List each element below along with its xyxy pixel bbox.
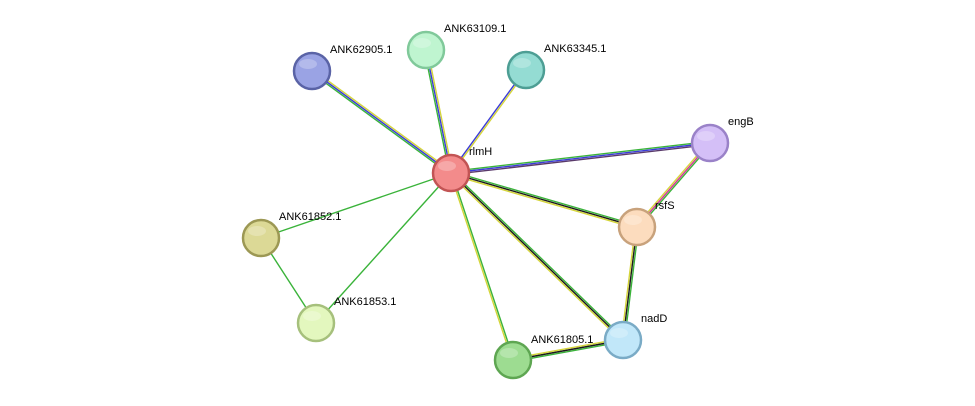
node-label-rlmH: rlmH [469, 146, 492, 158]
node-rsfS[interactable] [617, 207, 657, 247]
node-label-ANK61853.1: ANK61853.1 [334, 296, 396, 308]
node-label-ANK62905.1: ANK62905.1 [330, 44, 392, 56]
edge-line [450, 172, 624, 341]
edge-rlmH-rsfS [450, 170, 638, 230]
edge-line [311, 70, 452, 174]
edge-line [451, 70, 528, 174]
node-circle[interactable] [406, 30, 446, 70]
node-highlight [697, 131, 715, 141]
edge-rlmH-ANK61853.1 [315, 172, 452, 324]
edge-rlmH-ANK61805.1 [449, 172, 515, 361]
edge-line [450, 142, 711, 174]
edge-line [449, 69, 526, 173]
node-highlight [248, 226, 266, 236]
node-engB[interactable] [690, 123, 730, 163]
edge-rlmH-engB [450, 140, 711, 176]
node-nadD[interactable] [603, 320, 643, 360]
node-label-ANK61852.1: ANK61852.1 [279, 211, 341, 223]
edge-line [312, 69, 453, 173]
node-highlight [500, 348, 518, 358]
edge-rlmH-ANK62905.1 [310, 69, 453, 175]
edge-line [425, 49, 452, 174]
edge-line [451, 172, 515, 360]
node-label-ANK63345.1: ANK63345.1 [544, 43, 606, 55]
node-label-engB: engB [728, 116, 754, 128]
node-circle[interactable] [292, 51, 332, 91]
edge-rlmH-nadD [449, 171, 625, 342]
node-highlight [438, 161, 456, 171]
node-ANK63345.1[interactable] [506, 50, 546, 90]
edge-line [450, 172, 638, 228]
node-circle[interactable] [241, 218, 281, 258]
node-label-ANK63109.1: ANK63109.1 [444, 23, 506, 35]
node-label-ANK61805.1: ANK61805.1 [531, 334, 593, 346]
nodes-layer [241, 30, 730, 380]
edge-line [449, 173, 623, 342]
node-label-nadD: nadD [641, 313, 667, 325]
node-circle[interactable] [431, 153, 471, 193]
edge-line [451, 143, 711, 176]
node-ANK61853.1[interactable] [296, 303, 336, 343]
node-highlight [413, 38, 431, 48]
node-highlight [299, 59, 317, 69]
node-circle[interactable] [690, 123, 730, 163]
node-ANK61852.1[interactable] [241, 218, 281, 258]
node-circle[interactable] [603, 320, 643, 360]
node-highlight [624, 215, 642, 225]
node-circle[interactable] [493, 340, 533, 380]
edge-rlmH-ANK63109.1 [423, 49, 454, 174]
node-rlmH[interactable] [431, 153, 471, 193]
edge-line [450, 173, 637, 230]
node-ANK61805.1[interactable] [493, 340, 533, 380]
node-circle[interactable] [296, 303, 336, 343]
edge-line [260, 172, 452, 239]
edge-line [449, 173, 513, 361]
edge-line [451, 170, 638, 227]
node-ANK62905.1[interactable] [292, 51, 332, 91]
edge-rlmH-ANK63345.1 [449, 69, 528, 174]
node-highlight [513, 58, 531, 68]
edge-line [426, 49, 454, 173]
edge-line [315, 172, 452, 324]
node-ANK63109.1[interactable] [406, 30, 446, 70]
node-circle[interactable] [617, 207, 657, 247]
node-highlight [303, 311, 321, 321]
node-label-rsfS: rsfS [655, 200, 675, 212]
edge-line [423, 50, 451, 174]
edge-line [310, 71, 451, 175]
edge-line [450, 140, 710, 173]
edge-rlmH-ANK61852.1 [260, 172, 452, 239]
edge-line [451, 171, 625, 340]
node-highlight [610, 328, 628, 338]
node-circle[interactable] [506, 50, 546, 90]
